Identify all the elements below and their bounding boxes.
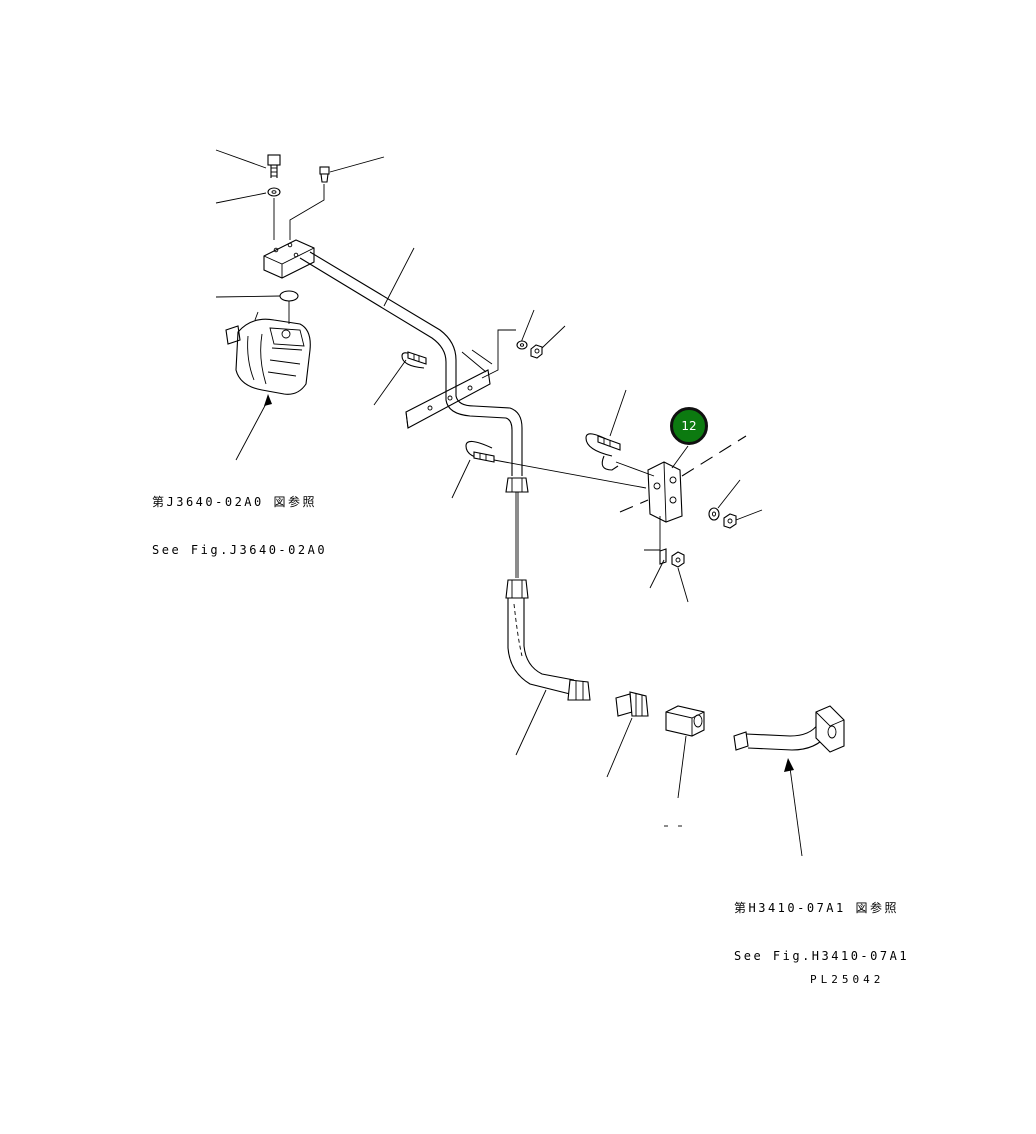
nut-icon xyxy=(723,513,737,529)
reference-note-j3640[interactable]: 第J3640-02A0 図参照 See Fig.J3640-02A0 xyxy=(152,462,327,574)
coupling-icon xyxy=(665,705,705,737)
hose-icon xyxy=(505,579,591,701)
drawing-number: PL25042 xyxy=(810,973,885,986)
callout-12[interactable]: 12 xyxy=(670,407,708,445)
reference-jp: 第J3640-02A0 図参照 xyxy=(152,495,317,509)
bolt-icon xyxy=(267,154,281,178)
reference-en: See Fig.H3410-07A1 xyxy=(734,949,910,963)
seal-icon xyxy=(279,290,299,302)
callout-label: 12 xyxy=(681,419,697,433)
nut-icon xyxy=(505,477,529,493)
clamp-bracket xyxy=(647,461,683,523)
washer-icon xyxy=(516,340,528,350)
reference-jp: 第H3410-07A1 図参照 xyxy=(734,901,899,915)
bracket-plate xyxy=(405,349,493,429)
nut-icon xyxy=(530,344,543,359)
u-bolt-icon xyxy=(585,433,621,471)
valve-icon xyxy=(733,705,845,753)
pipe-clamp-icon xyxy=(401,351,427,369)
grease-fitting-icon xyxy=(319,166,330,183)
washer-icon xyxy=(267,187,281,197)
distribution-block xyxy=(263,239,315,279)
reference-note-h3410[interactable]: 第H3410-07A1 図参照 See Fig.H3410-07A1 xyxy=(734,868,909,980)
pump-assembly xyxy=(225,311,311,395)
adapter-icon xyxy=(615,691,649,717)
washer-icon xyxy=(659,548,667,565)
nut-icon xyxy=(671,551,685,568)
washer-icon xyxy=(708,507,720,521)
reference-en: See Fig.J3640-02A0 xyxy=(152,543,328,557)
pipe-clamp-icon xyxy=(465,440,495,463)
